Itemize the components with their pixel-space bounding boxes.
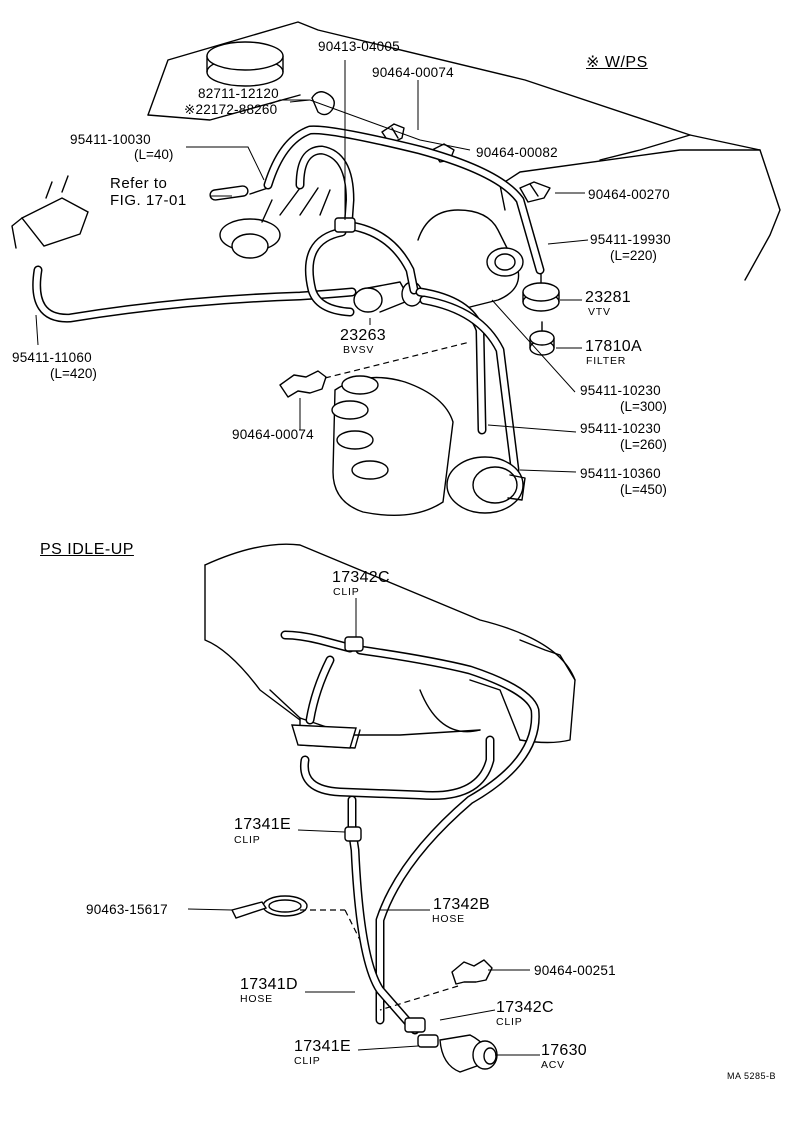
part-name-clip-3: CLIP <box>496 1016 523 1028</box>
hose-length-l220: (L=220) <box>610 248 657 263</box>
part-number-90463-15617: 90463-15617 <box>86 902 168 917</box>
part-name-filter: FILTER <box>586 355 627 367</box>
part-number-17341e-upper: 17341E <box>234 816 291 833</box>
part-number-95411-19930: 95411-19930 <box>590 232 671 247</box>
part-name-clip-1: CLIP <box>333 586 360 598</box>
part-number-17342c-lower: 17342C <box>496 999 554 1016</box>
part-number-95411-10360: 95411-10360 <box>580 466 661 481</box>
part-number-17630: 17630 <box>541 1042 587 1059</box>
hose-length-l260: (L=260) <box>620 437 667 452</box>
part-number-17341d: 17341D <box>240 976 298 993</box>
part-number-82711-12120: 82711-12120 <box>198 86 279 101</box>
part-name-acv: ACV <box>541 1059 565 1071</box>
part-number-17342c-top: 17342C <box>332 569 390 586</box>
part-name-hose-2: HOSE <box>240 993 273 1005</box>
hose-length-l300: (L=300) <box>620 399 667 414</box>
refer-to-figure-link[interactable]: FIG. 17-01 <box>110 192 187 209</box>
part-name-hose-1: HOSE <box>432 913 465 925</box>
part-number-90464-00074-mid: 90464-00074 <box>232 427 314 442</box>
hose-length-l40: (L=40) <box>134 147 174 162</box>
part-name-bvsv: BVSV <box>343 344 375 356</box>
part-number-95411-10230-b: 95411-10230 <box>580 421 661 436</box>
part-number-95411-11060: 95411-11060 <box>12 350 92 365</box>
part-number-17342b: 17342B <box>433 896 490 913</box>
part-name-clip-2: CLIP <box>234 834 261 846</box>
part-number-90464-00082: 90464-00082 <box>476 145 558 160</box>
refer-to-line1: Refer to <box>110 175 168 192</box>
part-number-90464-00074-top: 90464-00074 <box>372 65 454 80</box>
part-number-17341e-lower: 17341E <box>294 1038 351 1055</box>
hose-length-l420: (L=420) <box>50 366 97 381</box>
part-number-90413-04005: 90413-04005 <box>318 39 400 54</box>
part-number-22172-88260: ※22172-88260 <box>184 102 278 117</box>
part-number-23281: 23281 <box>585 289 631 306</box>
part-number-90464-00251: 90464-00251 <box>534 963 616 978</box>
part-name-vtv: VTV <box>588 306 611 318</box>
wps-note: ※ W/PS <box>586 54 648 71</box>
figure-code: MA 5285-B <box>727 1071 777 1081</box>
hose-length-l450: (L=450) <box>620 482 667 497</box>
part-number-95411-10230-a: 95411-10230 <box>580 383 661 398</box>
part-number-17810a: 17810A <box>585 338 642 355</box>
part-number-90464-00270: 90464-00270 <box>588 187 670 202</box>
part-number-95411-10030: 95411-10030 <box>70 132 151 147</box>
part-name-clip-4: CLIP <box>294 1055 321 1067</box>
section-title-ps-idle-up: PS IDLE-UP <box>40 541 134 558</box>
part-number-23263: 23263 <box>340 327 386 344</box>
